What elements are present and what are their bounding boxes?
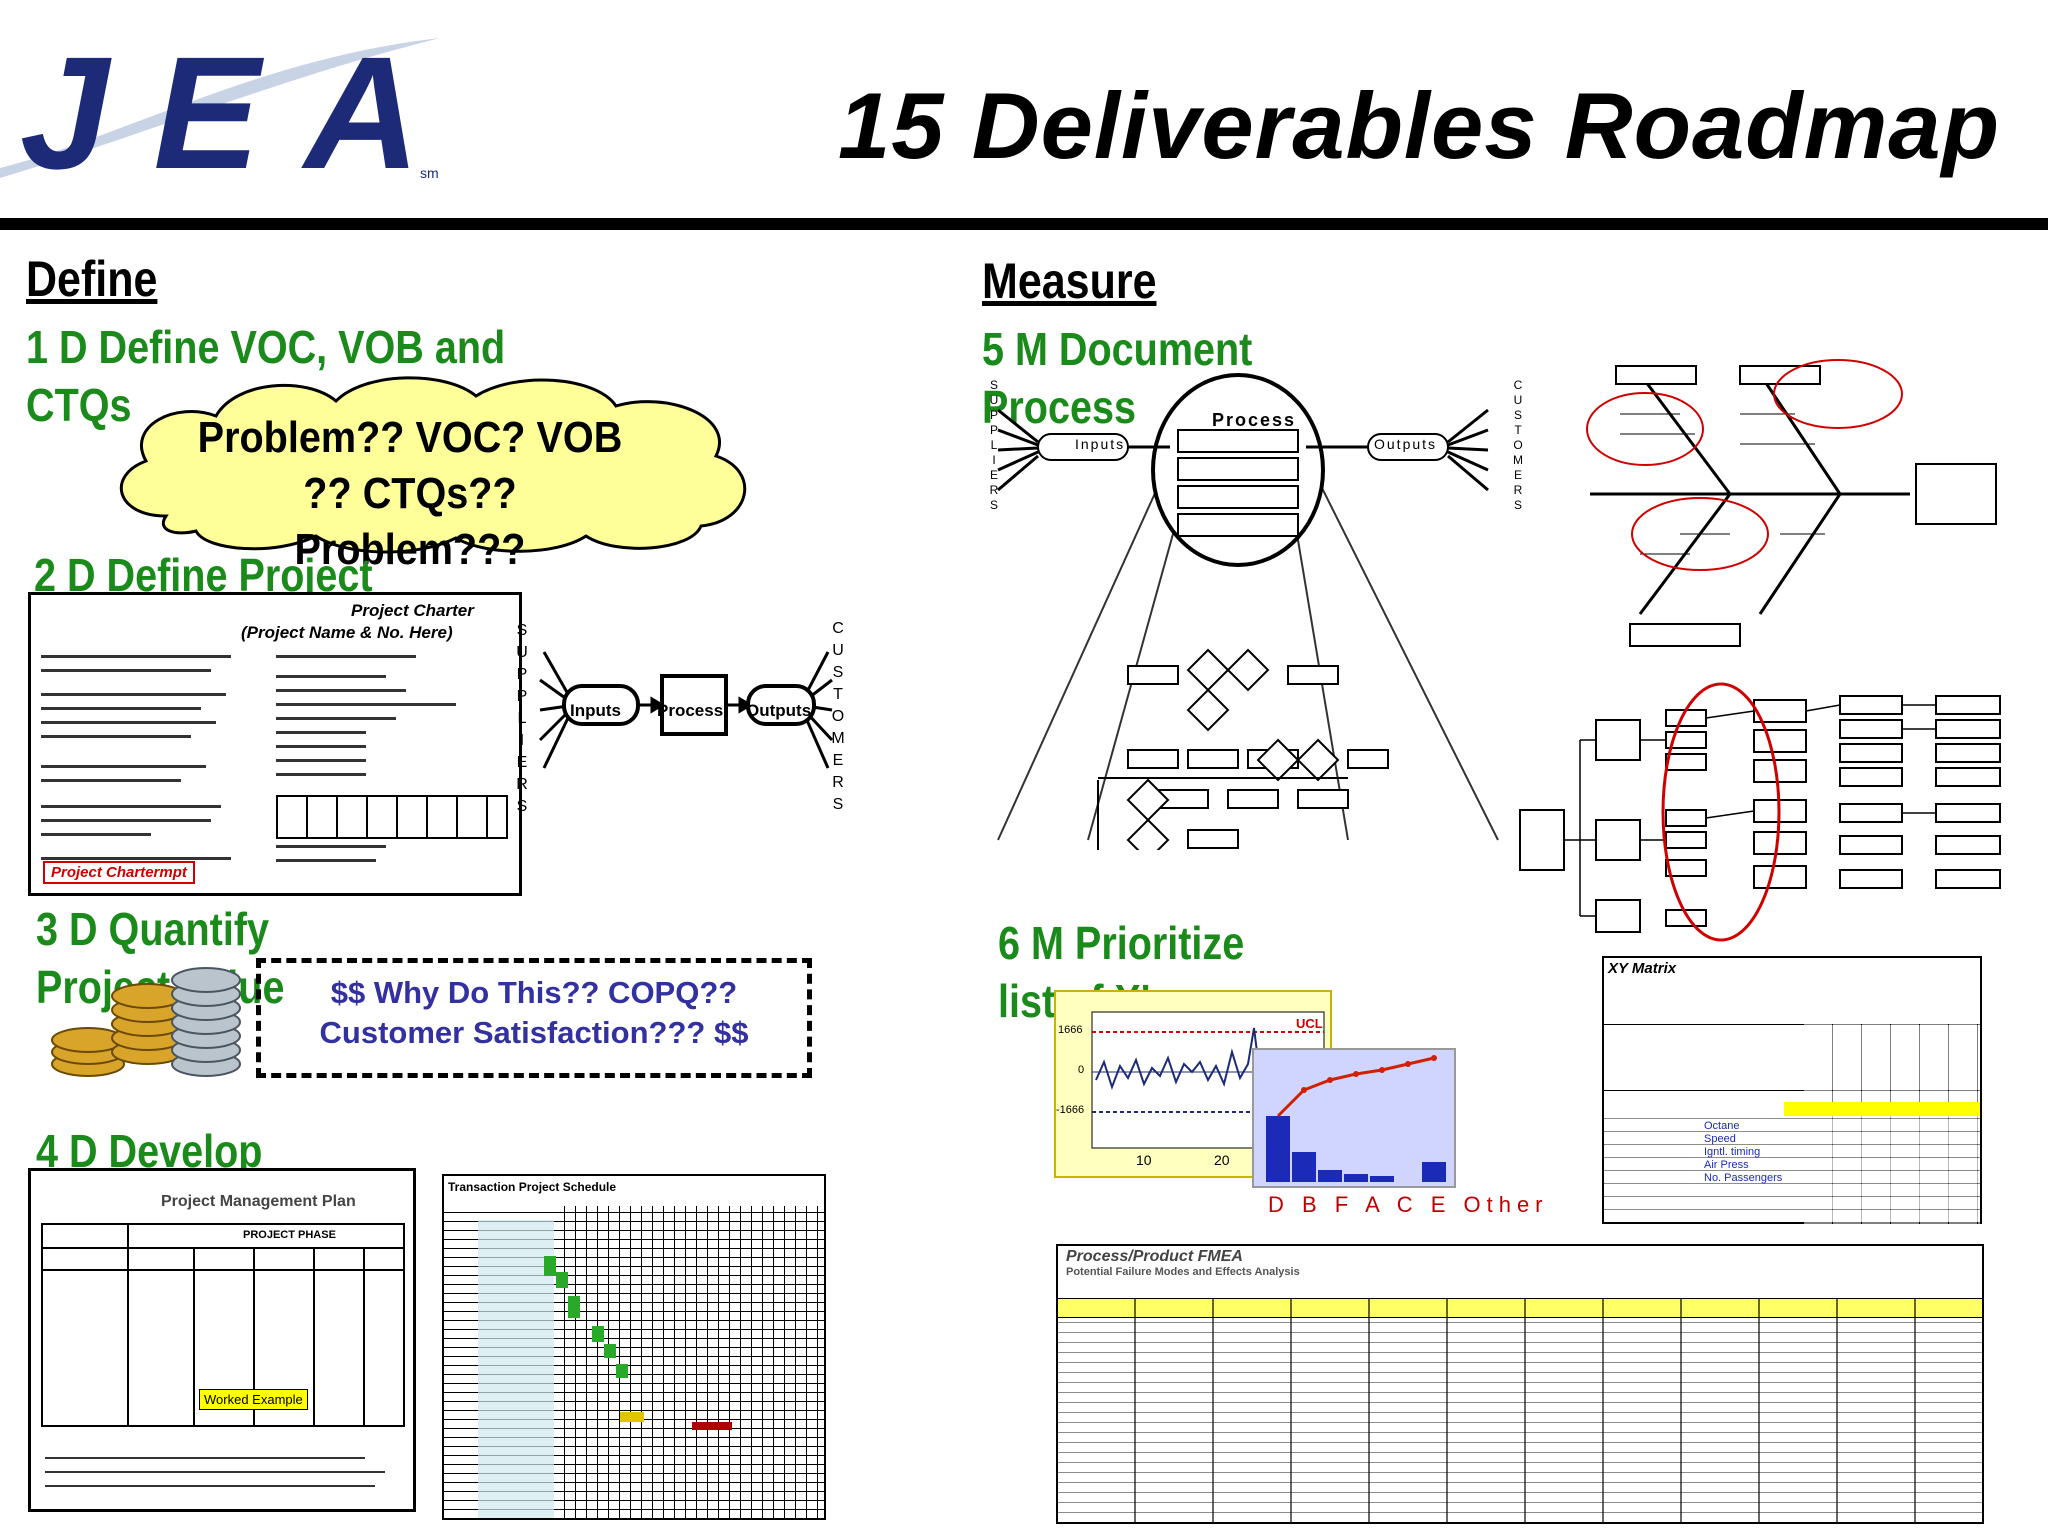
callout-line-2: Customer Satisfaction??? $$: [319, 1015, 749, 1050]
control-ytick-1: 1666: [1058, 1024, 1083, 1036]
plan-phase: PROJECT PHASE: [243, 1229, 336, 1241]
callout-line-1: $$ Why Do This?? COPQ??: [330, 975, 738, 1010]
charter-table: [276, 795, 508, 839]
coins-icon: [51, 967, 241, 1077]
xy-row-2: Speed: [1704, 1133, 1736, 1145]
schedule-title: Transaction Project Schedule: [448, 1180, 617, 1194]
fmea-thumbnail: Process/Product FMEA Potential Failure M…: [1056, 1244, 1984, 1524]
title-divider: [0, 218, 2048, 230]
xy-matrix-title: XY Matrix: [1608, 960, 1677, 977]
pareto-chart: [1266, 1055, 1446, 1182]
define-heading: Define: [26, 251, 158, 307]
xy-matrix-rows: Octane Speed Igntl. timing Air Press No.…: [1704, 1120, 1782, 1185]
charter-title: Project Charter: [351, 601, 474, 620]
process-map-diagram: [997, 373, 1499, 850]
sipoc-inputs: Inputs: [570, 701, 621, 720]
plan-doc-title: Project Management Plan: [161, 1193, 356, 1210]
map-process: Process: [1212, 410, 1297, 430]
logo-sm: sm: [420, 165, 439, 181]
plan-table: PROJECT PHASE Worked Example: [41, 1223, 405, 1427]
control-ytick-2: 0: [1078, 1064, 1085, 1076]
jea-logo: JEA sm: [0, 23, 440, 188]
control-xtick-1: 10: [1136, 1152, 1152, 1168]
project-schedule-thumbnail: Transaction Project Schedule: [442, 1174, 826, 1520]
measure-heading: Measure: [982, 253, 1157, 309]
xy-row-5: No. Passengers: [1704, 1172, 1783, 1184]
fmea-title: Process/Product FMEA: [1066, 1248, 1243, 1265]
sipoc-outputs: Outputs: [746, 701, 812, 720]
plan-worked-example: Worked Example: [199, 1389, 308, 1410]
logo-text: JEA: [20, 23, 420, 188]
project-plan-thumbnail: Project Management Plan PROJECT PHASE Wo…: [28, 1168, 416, 1512]
xy-row-4: Air Press: [1704, 1159, 1749, 1171]
fishbone-diagram: [1586, 359, 1997, 647]
tree-diagram: [1519, 682, 2001, 942]
charter-subtitle: (Project Name & No. Here): [241, 623, 453, 642]
map-inputs: Inputs: [1075, 436, 1126, 452]
control-ucl: UCL: [1296, 1016, 1323, 1031]
fmea-subtitle: Potential Failure Modes and Effects Anal…: [1066, 1266, 1300, 1278]
value-callout: $$ Why Do This?? COPQ?? Customer Satisfa…: [256, 958, 812, 1078]
cloud-text: Problem?? VOC? VOB ?? CTQs?? Problem???: [197, 413, 623, 574]
map-outputs: Outputs: [1374, 436, 1438, 452]
sipoc-process: Process: [657, 701, 724, 720]
control-xtick-2: 20: [1214, 1152, 1230, 1168]
control-ytick-3: -1666: [1056, 1104, 1085, 1116]
page-title: 15 Deliverables Roadmap: [838, 73, 2000, 178]
step-6-prioritize-xs: 6 M Prioritize list of X's: [998, 917, 1245, 1027]
pareto-category-labels: D B F A C E Other: [1268, 1192, 1549, 1217]
step-5-document-process: 5 M Document Process: [982, 323, 1253, 433]
charter-footer: Project Chartermpt: [43, 861, 195, 884]
xy-row-3: Igntl. timing: [1704, 1146, 1761, 1158]
sipoc-diagram: [538, 651, 834, 769]
pareto-chart-thumbnail: [1252, 1048, 1456, 1188]
problem-cloud: [119, 376, 747, 554]
project-charter-thumbnail: Project Charter (Project Name & No. Here…: [28, 592, 522, 896]
step-1-define-voc: 1 D Define VOC, VOB and CTQs: [26, 321, 506, 431]
xy-matrix-thumbnail: XY Matrix Octane Speed Igntl. timing Air…: [1602, 956, 1982, 1224]
xy-row-1: Octane: [1704, 1120, 1740, 1132]
